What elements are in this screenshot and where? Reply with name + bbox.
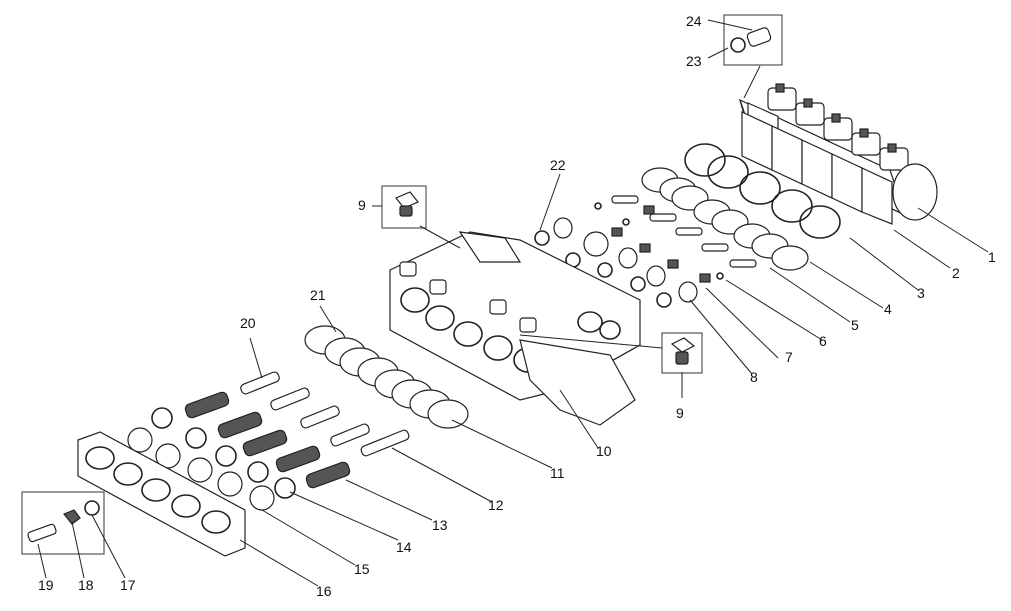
callout-9-top: 9	[358, 197, 366, 213]
callout-6: 6	[819, 333, 827, 349]
callout-15: 15	[354, 561, 370, 577]
callout-labels: 1 2 3 4 5 6 7 8 9 9 10 11 12 13 14 15 16…	[38, 13, 996, 599]
callout-5: 5	[851, 317, 859, 333]
pins	[240, 371, 410, 457]
callout-21: 21	[310, 287, 326, 303]
callout-11: 11	[550, 465, 565, 481]
callout-20: 20	[240, 315, 256, 331]
springs	[184, 391, 351, 489]
callout-14: 14	[396, 539, 412, 555]
callout-16: 16	[316, 583, 332, 599]
valve-body	[389, 231, 641, 426]
fastener-detail-box	[21, 491, 105, 555]
plugs	[127, 407, 296, 511]
detail-box-23-24	[723, 14, 783, 66]
callout-23: 23	[686, 53, 702, 69]
callout-13: 13	[432, 517, 448, 533]
callout-8: 8	[750, 369, 758, 385]
callout-1: 1	[988, 249, 996, 265]
fitting-parts	[730, 27, 772, 53]
solenoid-plates	[741, 111, 938, 225]
gasket-plate	[77, 431, 246, 557]
callout-2: 2	[952, 265, 960, 281]
plug-right	[670, 337, 696, 365]
leader-lines	[37, 19, 989, 587]
callout-12: 12	[488, 497, 504, 513]
callout-7: 7	[785, 349, 793, 365]
callout-24: 24	[686, 13, 702, 29]
callout-9-right: 9	[676, 405, 684, 421]
callout-3: 3	[917, 285, 925, 301]
solenoid-coils	[767, 83, 909, 171]
callout-22: 22	[550, 157, 566, 173]
fastener-parts	[27, 500, 100, 543]
solenoid-block	[738, 83, 938, 225]
callout-17: 17	[120, 577, 136, 593]
plug-top	[395, 191, 419, 217]
callout-19: 19	[38, 577, 54, 593]
right-spools	[611, 143, 841, 271]
callout-18: 18	[78, 577, 94, 593]
left-spools	[304, 325, 469, 429]
callout-4: 4	[884, 301, 892, 317]
callout-10: 10	[596, 443, 612, 459]
plug-detail-box-top	[381, 185, 427, 229]
